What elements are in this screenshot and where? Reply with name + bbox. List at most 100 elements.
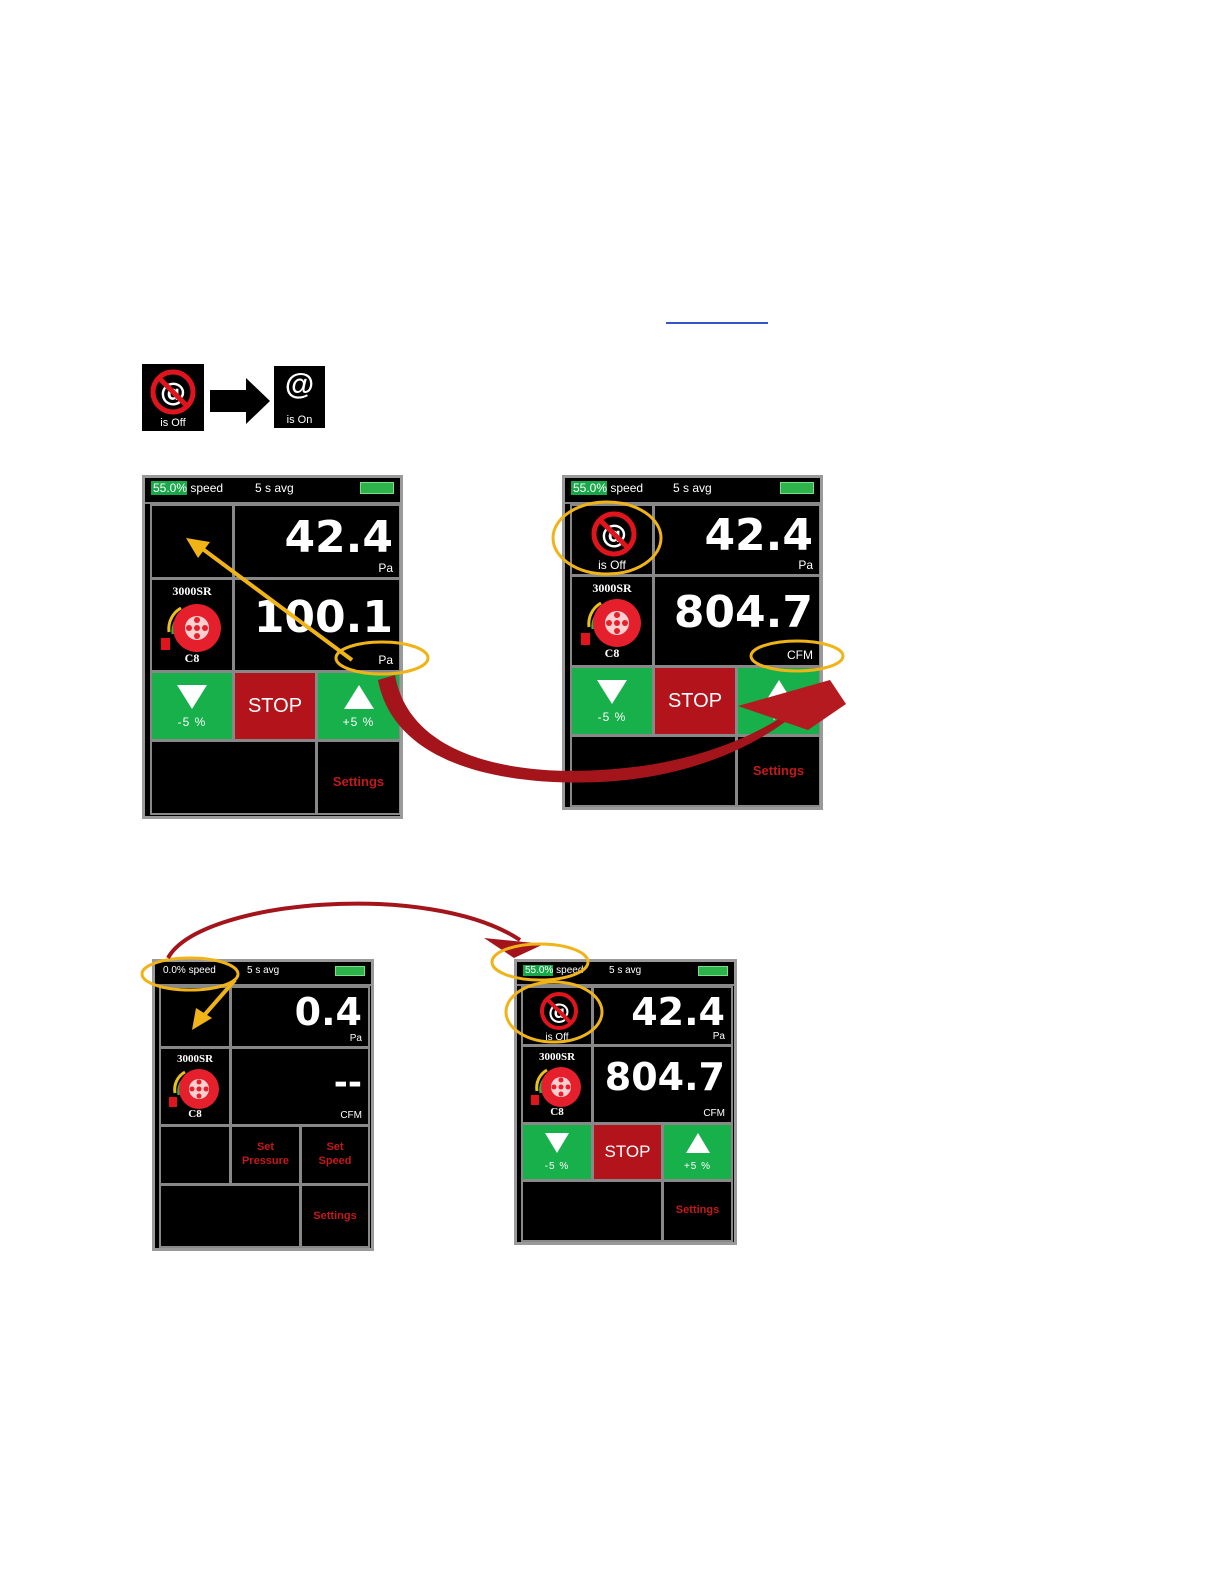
at-off-icon-tile: @ is Off: [142, 364, 204, 431]
speed-indicator[interactable]: 55.0% speed: [571, 481, 644, 495]
empty-button[interactable]: [159, 1184, 301, 1248]
arrow-down-icon: [545, 1133, 569, 1153]
at-on-icon-tile: @ is On: [274, 366, 325, 428]
pressure-cell: 42.4 Pa: [592, 986, 733, 1046]
flow-unit: CFM: [787, 648, 813, 662]
flow-unit: CFM: [703, 1108, 725, 1119]
flow-cell: 804.7 CFM: [653, 575, 820, 667]
at-off-icon: @: [591, 511, 637, 557]
red-arc-arrowhead-icon: [484, 938, 544, 958]
fan-cell[interactable]: 3000SR C8: [150, 578, 234, 672]
settings-button[interactable]: Settings: [300, 1184, 370, 1248]
pressure-unit: Pa: [712, 1031, 725, 1042]
battery-icon: [360, 482, 394, 494]
speed-fill: [571, 481, 607, 495]
at-tile-empty[interactable]: [150, 504, 234, 579]
empty-button[interactable]: [521, 1180, 663, 1242]
arrow-down-icon: [597, 680, 627, 704]
fan-icon: [581, 599, 641, 647]
fan-cell[interactable]: 3000SR C8: [570, 575, 654, 667]
speed-fill: [151, 481, 187, 495]
fan-cell[interactable]: 3000SR C8: [159, 1047, 231, 1126]
pressure-cell: 42.4 Pa: [653, 504, 820, 576]
fan-model: 3000SR: [176, 1053, 214, 1065]
avg-indicator[interactable]: 5 s avg: [609, 965, 642, 976]
fan-icon: [531, 1067, 581, 1107]
at-off-icon: @: [540, 992, 578, 1030]
hyperlink-underline[interactable]: [666, 322, 768, 324]
settings-button[interactable]: Settings: [316, 740, 400, 815]
flow-value: --: [333, 1063, 362, 1103]
at-tile-empty[interactable]: [159, 986, 231, 1048]
set-pressure-button[interactable]: Set Pressure: [230, 1125, 301, 1185]
avg-indicator[interactable]: 5 s avg: [673, 481, 712, 495]
speed-down-button[interactable]: -5 %: [521, 1123, 593, 1181]
fan-ring: C8: [604, 646, 620, 660]
device-screen-1: 55.0% speed 5 s avg 42.4 Pa 3000SR C8 10…: [142, 475, 403, 819]
at-off-label: is Off: [160, 417, 186, 429]
flow-unit: CFM: [340, 1110, 362, 1121]
flow-value: 100.1: [253, 592, 393, 643]
flow-value: 804.7: [673, 587, 813, 638]
battery-icon: [780, 482, 814, 494]
settings-button[interactable]: Settings: [662, 1180, 733, 1242]
at-on-label: is On: [286, 414, 313, 426]
stop-button[interactable]: STOP: [653, 666, 737, 736]
device-screen-2: 55.0% speed 5 s avg @ is Off 42.4 Pa 300…: [562, 475, 823, 810]
speed-down-button[interactable]: -5 %: [570, 666, 654, 736]
at-off-label: is Off: [598, 558, 626, 572]
fan-ring: C8: [550, 1106, 564, 1118]
stop-button[interactable]: STOP: [592, 1123, 663, 1181]
red-arc-arrow-icon: [166, 901, 522, 960]
empty-button[interactable]: [159, 1125, 231, 1185]
speed-indicator[interactable]: 55.0% speed: [151, 481, 224, 495]
at-off-tile[interactable]: @ is Off: [521, 986, 593, 1046]
set-speed-button[interactable]: Set Speed: [300, 1125, 370, 1185]
pressure-cell: 42.4 Pa: [233, 504, 400, 579]
stop-button[interactable]: STOP: [233, 671, 317, 741]
empty-button[interactable]: [570, 735, 737, 807]
pressure-cell: 0.4 Pa: [230, 986, 370, 1048]
fan-cell[interactable]: 3000SR C8: [521, 1045, 593, 1124]
fan-ring: C8: [188, 1108, 202, 1120]
fan-icon: [161, 604, 221, 652]
flow-unit: Pa: [378, 653, 393, 667]
settings-button[interactable]: Settings: [736, 735, 820, 807]
arrow-up-icon: [343, 685, 374, 709]
status-bar: 55.0% speed 5 s avg: [565, 478, 820, 504]
device-screen-3: 0.0% speed 5 s avg 0.4 Pa 3000SR C8 -- C…: [152, 959, 374, 1251]
speed-indicator[interactable]: 0.0% speed: [163, 965, 216, 976]
arrow-up-icon: [685, 1133, 710, 1153]
at-off-tile[interactable]: @ is Off: [570, 504, 654, 576]
flow-value: 804.7: [604, 1055, 725, 1099]
status-bar: 55.0% speed 5 s avg: [517, 962, 734, 986]
fan-model: 3000SR: [538, 1051, 576, 1063]
flow-cell: 804.7 CFM: [592, 1045, 733, 1124]
right-arrow-icon: [210, 378, 270, 424]
speed-up-button[interactable]: +5 %: [316, 671, 400, 741]
fan-model: 3000SR: [592, 581, 632, 595]
pressure-value: 0.4: [294, 990, 362, 1034]
speed-up-button[interactable]: +5 %: [662, 1123, 733, 1181]
battery-icon: [335, 966, 365, 976]
status-bar: 0.0% speed 5 s avg: [155, 962, 371, 986]
at-on-icon: @: [284, 368, 315, 401]
avg-indicator[interactable]: 5 s avg: [247, 965, 280, 976]
empty-button[interactable]: [150, 740, 317, 815]
pressure-unit: Pa: [798, 558, 813, 572]
pressure-value: 42.4: [284, 512, 393, 563]
fan-model: 3000SR: [172, 584, 212, 598]
arrow-up-icon: [763, 680, 794, 704]
fan-ring: C8: [184, 651, 200, 665]
speed-up-button[interactable]: +5: [736, 666, 820, 736]
at-off-label: is Off: [545, 1032, 569, 1043]
at-off-icon: @: [150, 369, 196, 415]
speed-indicator[interactable]: 55.0% speed: [523, 965, 584, 976]
device-screen-4: 55.0% speed 5 s avg @ is Off 42.4 Pa 300…: [514, 959, 737, 1245]
avg-indicator[interactable]: 5 s avg: [255, 481, 294, 495]
status-bar: 55.0% speed 5 s avg: [145, 478, 400, 504]
battery-icon: [698, 966, 728, 976]
flow-cell: -- CFM: [230, 1047, 370, 1126]
speed-down-button[interactable]: -5 %: [150, 671, 234, 741]
fan-icon: [169, 1069, 219, 1109]
